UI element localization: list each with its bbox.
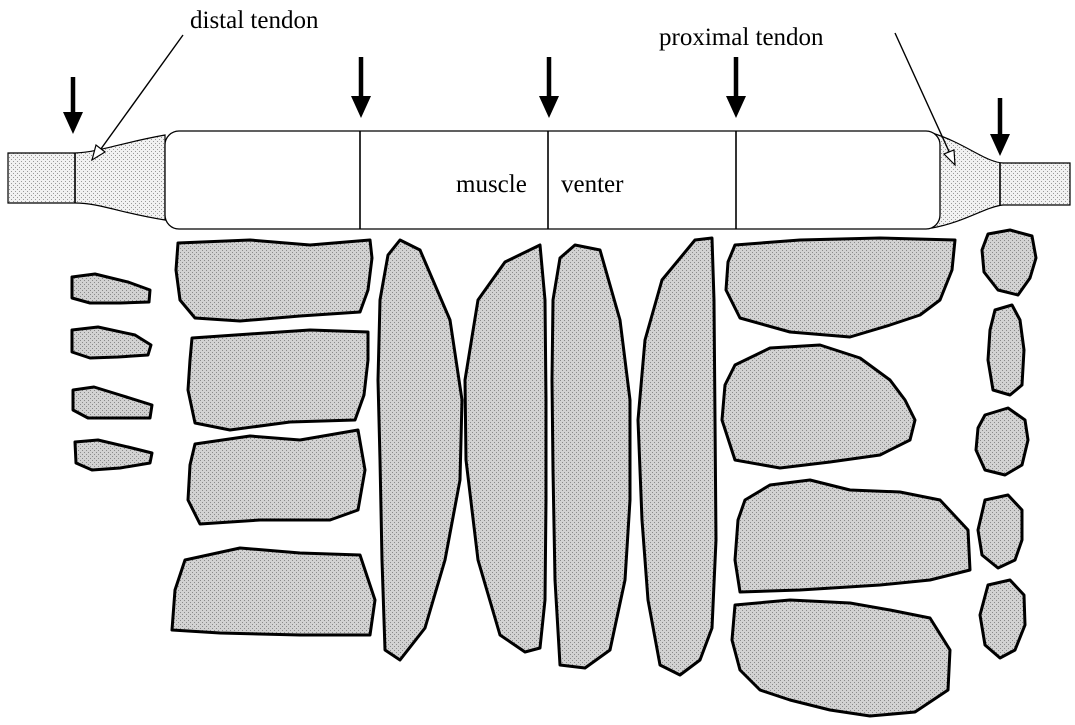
arrow-down-icon [726, 57, 746, 118]
muscle-section [726, 238, 955, 337]
tendon-section [75, 440, 152, 470]
muscle-section [638, 238, 716, 675]
arrow-down-icon [63, 77, 83, 134]
arrow-down-icon [539, 57, 559, 118]
arrow-down-icon [351, 57, 371, 118]
muscle-section [176, 240, 372, 321]
muscle-section [735, 480, 970, 592]
muscle-section [172, 548, 375, 635]
tendon-section [976, 408, 1028, 475]
muscle-section [188, 430, 365, 524]
venter-label: venter [561, 171, 624, 198]
muscle-section [188, 330, 368, 430]
tendon-section [980, 580, 1025, 658]
muscle-belly [165, 131, 940, 229]
muscle-section [552, 245, 630, 668]
arrow-down-icon [990, 98, 1010, 156]
muscle-section [722, 345, 915, 468]
proximal-tendon-label: proximal tendon [659, 24, 824, 51]
muscle-side-view [8, 131, 1070, 229]
tendon-section [72, 327, 151, 358]
distal-tendon-sections [72, 274, 152, 470]
proximal-tendon-sections [976, 230, 1036, 658]
tendon-section [73, 387, 152, 418]
muscle-label: muscle [456, 171, 527, 198]
tendon-section [982, 230, 1036, 295]
tendon-section [72, 274, 150, 303]
muscle-section [465, 245, 546, 652]
cross-sections [72, 230, 1036, 716]
tendon-section [978, 495, 1022, 568]
muscle-section [378, 240, 462, 660]
distal-tendon-label: distal tendon [190, 7, 319, 34]
muscle-section [732, 600, 950, 716]
distal-tendon-shape [8, 135, 165, 220]
tendon-section [988, 305, 1024, 395]
